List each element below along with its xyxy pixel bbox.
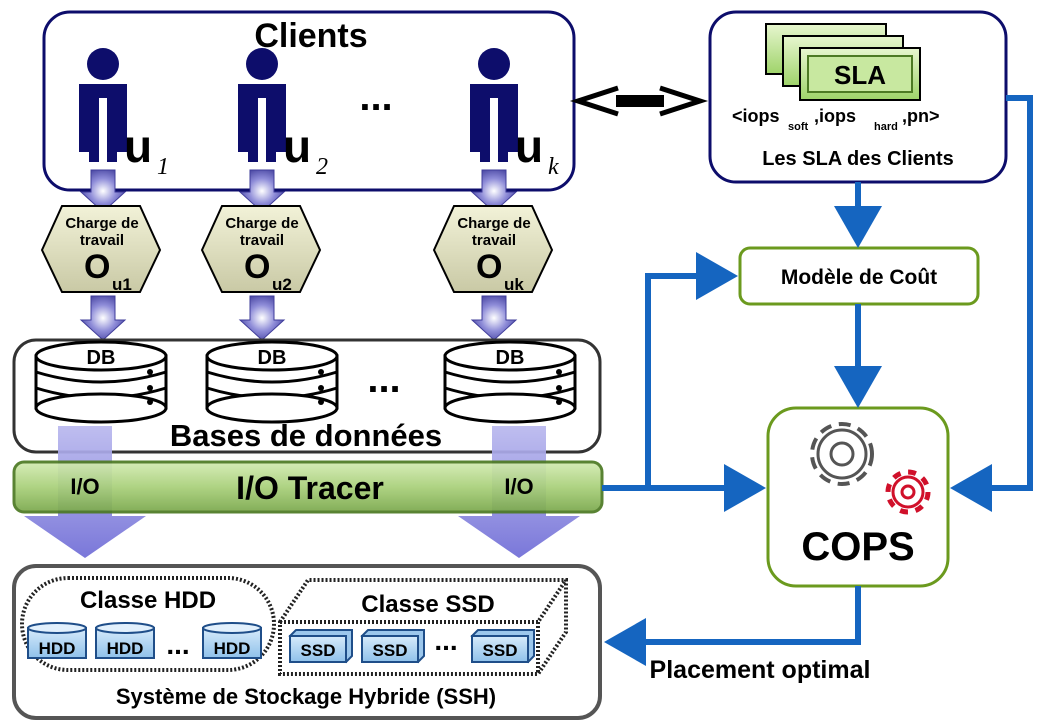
workload-label-line2: travail — [80, 232, 124, 249]
workload-label-line1: Charge de — [457, 215, 530, 232]
ssd-label: SSD — [301, 641, 336, 660]
clients-sla-link-arrow — [569, 85, 709, 117]
sla-param-2: ,iops — [814, 106, 856, 126]
hdd-icon: HDD — [202, 622, 262, 659]
workload-subscript: u1 — [112, 275, 132, 294]
ssd-class-title: Classe SSD — [361, 591, 494, 618]
gear-icon — [810, 422, 874, 486]
workload-symbol: O — [244, 248, 270, 286]
sla-caption: Les SLA des Clients — [762, 148, 954, 170]
ssd-ellipsis: ... — [434, 625, 457, 656]
cost-model-title: Modèle de Coût — [781, 266, 937, 289]
storage-system-box: Classe HDD HDD HDD ... HDD Classe SSD — [12, 564, 602, 720]
db-ellipsis: ... — [367, 357, 400, 401]
io-tracer-title: I/O Tracer — [236, 470, 384, 506]
user-subscript: 1 — [157, 154, 169, 180]
sla-sub-2: hard — [874, 121, 898, 133]
sla-to-cops-arrow — [950, 95, 1033, 512]
hdd-icon: HDD — [95, 622, 155, 659]
workload-subscript: u2 — [272, 275, 292, 294]
workload-to-db-arrows — [79, 295, 518, 341]
workload-hexagon: Charge de travail O u1 — [40, 205, 162, 294]
blue-connectors — [602, 95, 1033, 666]
tracer-to-cost-arrow — [645, 252, 738, 488]
user-label: u — [124, 120, 152, 172]
user-subscript: k — [548, 154, 559, 180]
db-label: DB — [87, 347, 116, 369]
io-label: I/O — [504, 474, 533, 499]
workload-label-line2: travail — [240, 232, 284, 249]
cops-to-storage-arrow — [604, 586, 861, 666]
sla-document-stack: SLA — [765, 23, 921, 101]
database-icon: DB — [443, 340, 577, 424]
user-label: u — [283, 120, 311, 172]
user-icon — [79, 48, 127, 162]
workload-hexagon: Charge de travail O u2 — [200, 205, 322, 294]
workload-label-line1: Charge de — [65, 215, 138, 232]
clients-ellipsis: ... — [359, 75, 392, 119]
user-icon — [238, 48, 286, 162]
sla-params: <iops soft ,iops hard ,pn> — [732, 106, 940, 133]
hdd-label: HDD — [107, 639, 144, 658]
hdd-ellipsis: ... — [166, 629, 189, 660]
placement-label: Placement optimal — [650, 656, 871, 684]
user-subscript: 2 — [316, 154, 328, 180]
workload-hexagon: Charge de travail O uk — [432, 205, 554, 294]
gear-icon — [885, 469, 931, 515]
io-tracer-bar: I/O Tracer I/O I/O — [12, 460, 604, 514]
hdd-icon: HDD — [27, 622, 87, 659]
ssd-class-group: Classe SSD SSD SSD ... SSD — [278, 578, 568, 676]
db-label: DB — [496, 347, 525, 369]
hdd-label: HDD — [214, 639, 251, 658]
ssd-icon: SSD — [288, 629, 353, 664]
databases-box: DB DB ... DB — [12, 338, 602, 454]
workload-subscript: uk — [504, 275, 524, 294]
ssd-label: SSD — [373, 641, 408, 660]
clients-box: Clients u 1 u 2 ... u k — [42, 10, 576, 192]
workload-label-line2: travail — [472, 232, 516, 249]
ssd-icon: SSD — [470, 629, 535, 664]
storage-title: Système de Stockage Hybride (SSH) — [116, 684, 496, 709]
hdd-class-title: Classe HDD — [80, 587, 216, 614]
workload-label-line1: Charge de — [225, 215, 298, 232]
io-label: I/O — [70, 474, 99, 499]
sla-doc-label: SLA — [834, 60, 886, 90]
sla-box: SLA <iops soft ,iops hard ,pn> Les SLA d… — [708, 10, 1008, 184]
database-icon: DB — [205, 340, 339, 424]
cops-title: COPS — [801, 525, 914, 569]
workload-symbol: O — [476, 248, 502, 286]
client-to-workload-arrows — [79, 169, 518, 213]
database-icon: DB — [34, 340, 168, 424]
user-icon — [470, 48, 518, 162]
databases-title: Bases de données — [170, 418, 442, 453]
sla-sub-1: soft — [788, 121, 809, 133]
hdd-label: HDD — [39, 639, 76, 658]
sla-param-3: ,pn> — [902, 106, 940, 126]
workload-symbol: O — [84, 248, 110, 286]
clients-title: Clients — [254, 17, 367, 55]
user-label: u — [515, 120, 543, 172]
ssd-label: SSD — [483, 641, 518, 660]
cost-model-box: Modèle de Coût — [738, 246, 980, 306]
ssd-icon: SSD — [360, 629, 425, 664]
db-label: DB — [258, 347, 287, 369]
cops-box: COPS — [766, 406, 950, 588]
hdd-class-group: Classe HDD HDD HDD ... HDD — [20, 576, 276, 672]
sla-param-1: <iops — [732, 106, 780, 126]
